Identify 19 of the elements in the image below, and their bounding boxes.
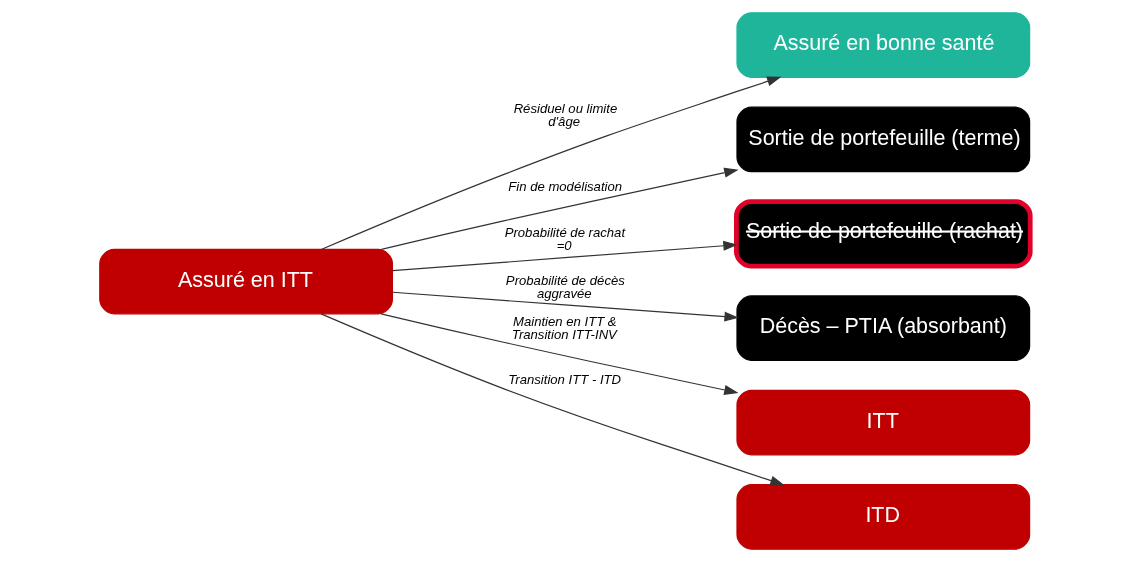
edge-label: Maintien en ITT & Transition ITT-INV (511, 313, 617, 342)
node-box: Sortie de portefeuille (rachat) (734, 199, 1033, 269)
node-box: ITT (736, 389, 1031, 456)
edge-label: Probabilité de rachat =0 (504, 225, 626, 254)
node-box: Assuré en bonne santé (736, 12, 1031, 78)
arrow (391, 240, 738, 272)
node-box: Assuré en ITT (99, 248, 393, 315)
node-box: Décès – PTIA (absorbant) (736, 295, 1031, 362)
edge-label: Probabilité de décès aggravée (505, 272, 625, 302)
edge-label: Fin de modélisation (508, 178, 623, 194)
arrow (380, 167, 739, 250)
edge-label: Résiduel ou limite d'âge (513, 100, 618, 130)
node-box: Sortie de portefeuille (terme) (736, 106, 1031, 173)
arrow (321, 76, 782, 250)
edge-label: Transition ITT - ITD (508, 372, 622, 388)
arrow (320, 313, 785, 486)
arrow (391, 291, 739, 322)
arrow (380, 313, 739, 395)
node-box: ITD (736, 484, 1031, 550)
